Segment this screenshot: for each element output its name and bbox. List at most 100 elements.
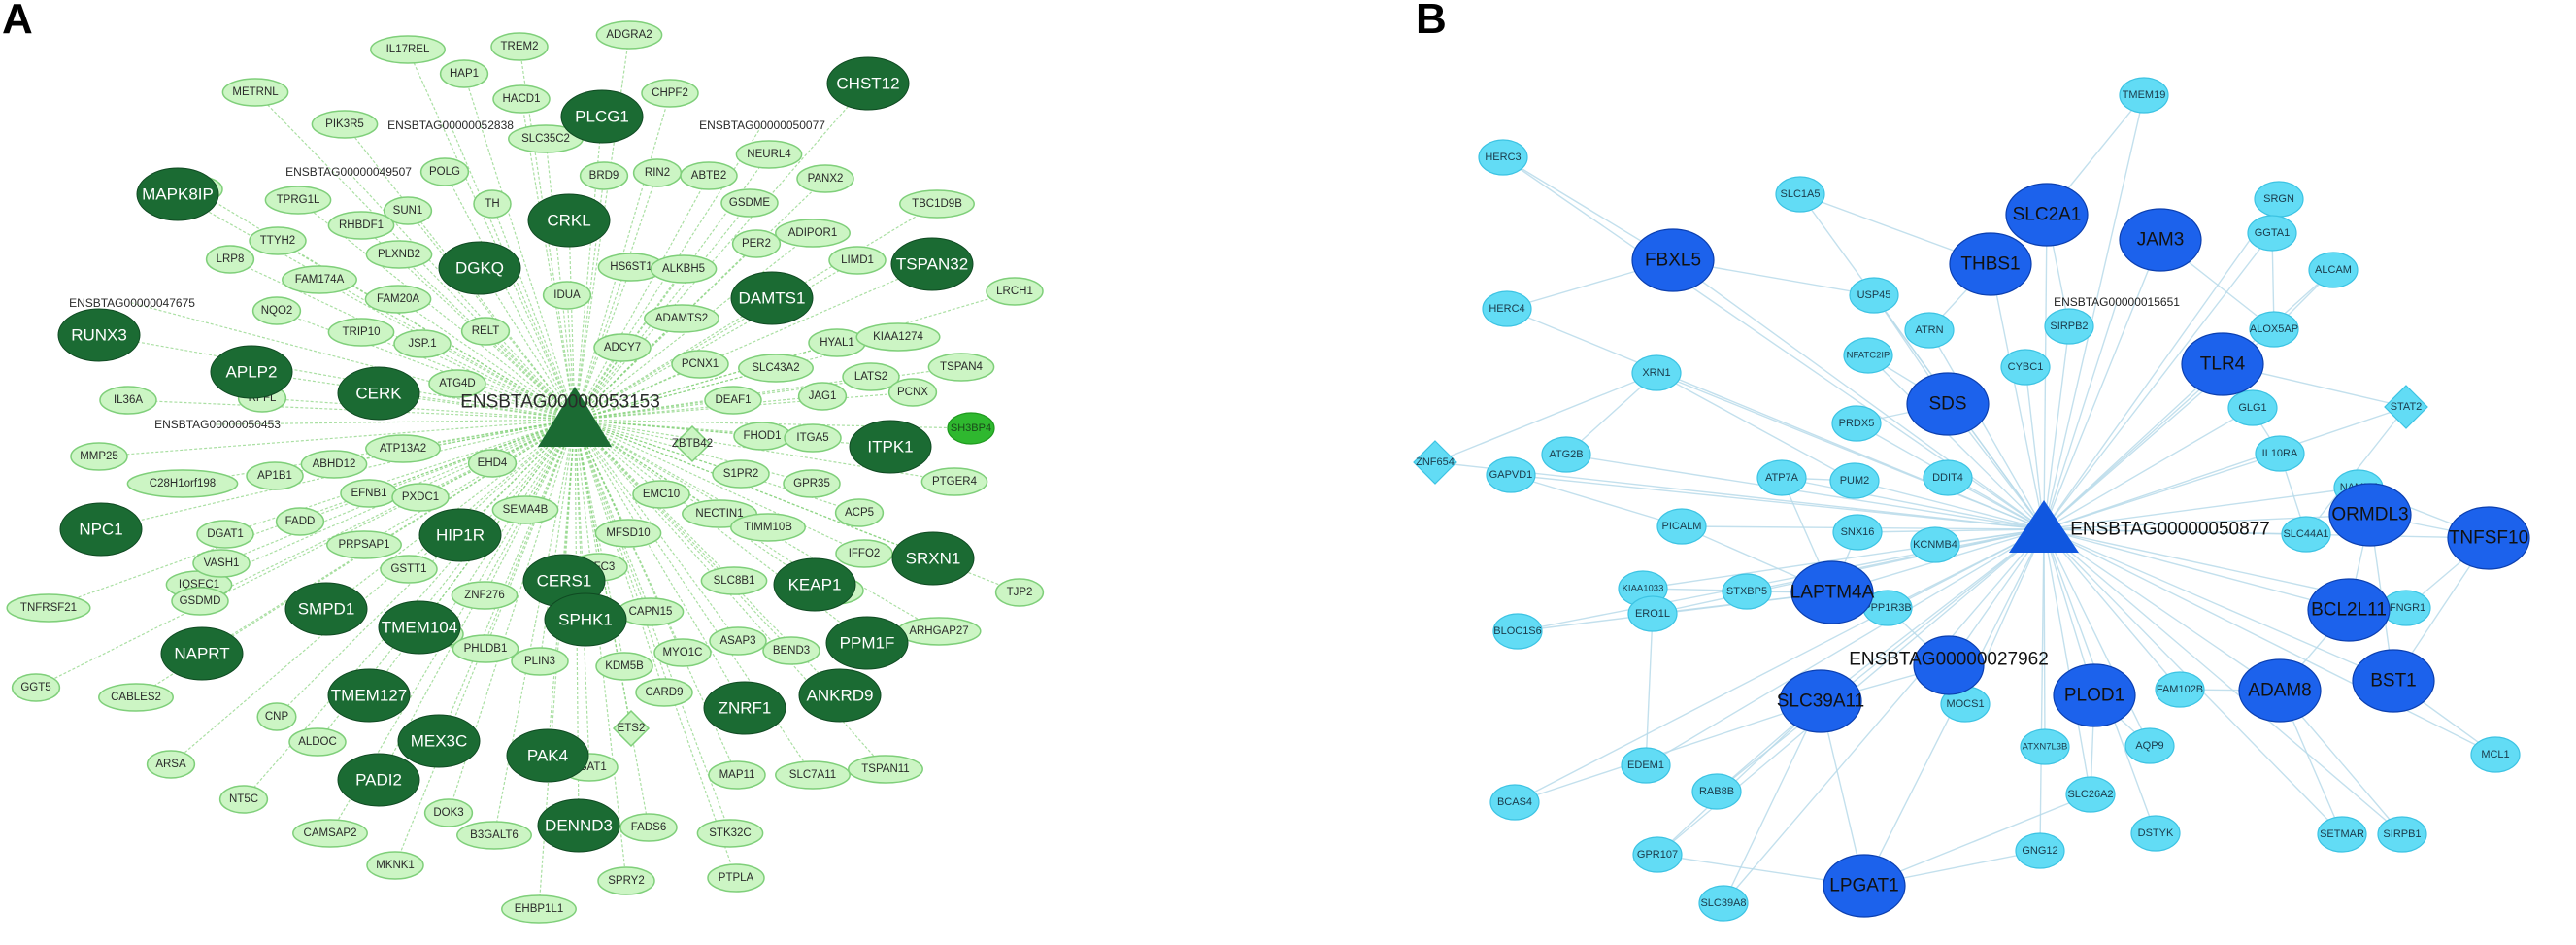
node-chpf2 xyxy=(641,79,699,108)
node-vash1 xyxy=(192,549,251,578)
edge-stk32c xyxy=(574,419,731,834)
node-dok3-label: DOK3 xyxy=(433,807,463,819)
node-neurl4 xyxy=(735,140,803,169)
node-plcg1 xyxy=(560,89,644,144)
node-kiaa1033-label: KIAA1033 xyxy=(1623,584,1664,594)
node-bcas4-label: BCAS4 xyxy=(1497,796,1532,808)
edge-edem1 xyxy=(1645,528,2045,766)
edge-bcl2l11 xyxy=(2043,528,2350,611)
node-pak4-label: PAK4 xyxy=(527,747,568,765)
node-stat2 xyxy=(2384,385,2428,429)
node-aldoc-label: ALDOC xyxy=(298,736,337,748)
node-adamts2-label: ADAMTS2 xyxy=(655,313,708,324)
node-ensbtag00000027962-label: ENSBTAG00000027962 xyxy=(1849,650,2049,670)
node-tspan11-label: TSPAN11 xyxy=(861,763,909,775)
node-pxdc1 xyxy=(391,483,450,512)
node-gsdme-label: GSDME xyxy=(729,197,771,209)
node-camsap2-label: CAMSAP2 xyxy=(304,827,357,839)
node-slc8b1-label: SLC8B1 xyxy=(714,575,755,587)
node-il36a xyxy=(99,386,157,415)
node-itpk1-label: ITPK1 xyxy=(867,438,913,456)
node-fbxl5 xyxy=(1631,228,1715,292)
node-sema4b xyxy=(491,495,559,524)
node-aqp9 xyxy=(2124,727,2175,764)
node-card9-label: CARD9 xyxy=(646,687,684,698)
edge-atp7a xyxy=(1781,477,2045,530)
node-prdx5 xyxy=(1831,405,1882,442)
edge-gapvd1-picalm xyxy=(1510,474,1683,527)
node-atp7a-label: ATP7A xyxy=(1765,472,1799,484)
edge-xrn1 xyxy=(1656,372,2045,530)
node-keap1-label: KEAP1 xyxy=(788,576,842,594)
edge-gsdmd xyxy=(199,419,576,602)
node-tprg1l-label: TPRG1L xyxy=(277,194,320,206)
node-nt5c xyxy=(218,785,269,814)
node-brd9-label: BRD9 xyxy=(589,170,619,182)
edge-adap1 xyxy=(434,419,576,635)
node-sirpb2 xyxy=(2044,308,2094,345)
node-nectin1-label: NECTIN1 xyxy=(695,508,743,520)
node-phldb1-label: PHLDB1 xyxy=(464,643,508,655)
node-mapk8ip-label: MAPK8IP xyxy=(142,186,214,204)
node-mex3c xyxy=(397,714,481,768)
node-kdm5b-label: KDM5B xyxy=(605,660,644,672)
hub-node-a-label: ENSBTAG00000053153 xyxy=(460,392,660,413)
edge-alcam xyxy=(2043,269,2334,530)
edge-znf654 xyxy=(1434,461,2045,530)
edge-ggta1 xyxy=(2043,232,2273,530)
node-stat2-label: STAT2 xyxy=(2391,401,2423,413)
node-asap3-label: ASAP3 xyxy=(719,635,755,647)
node-metrnl xyxy=(221,78,289,107)
edge-xrn1-pum2 xyxy=(1656,372,1856,482)
node-hip1r-label: HIP1R xyxy=(436,526,485,545)
edge-ensbtag00000015651 xyxy=(2043,301,2118,530)
node-ensbtag00000027962 xyxy=(1913,635,1985,695)
node-spry2-label: SPRY2 xyxy=(608,875,645,887)
node-trip10 xyxy=(327,318,395,347)
node-arsa-label: ARSA xyxy=(155,759,186,770)
node-tmem104 xyxy=(378,600,461,655)
node-adcy7-label: ADCY7 xyxy=(604,342,641,354)
node-gng12-label: GNG12 xyxy=(2022,845,2057,857)
node-kiaa1274 xyxy=(855,322,941,352)
node-alkbh5 xyxy=(650,254,718,284)
node-mocs1-label: MOCS1 xyxy=(1946,698,1984,710)
node-ptpla xyxy=(707,863,765,893)
node-atxn7l3b xyxy=(2020,728,2070,765)
node-il10ra-label: IL10RA xyxy=(2262,448,2298,459)
node-fam20a xyxy=(364,285,432,314)
node-tjp2 xyxy=(994,578,1045,607)
node-idua-label: IDUA xyxy=(553,289,581,301)
node-slc39a11-label: SLC39A11 xyxy=(1777,692,1865,712)
node-mmp25-label: MMP25 xyxy=(80,451,118,462)
node-sirpb2-label: SIRPB2 xyxy=(2050,321,2088,332)
node-mfsd10-label: MFSD10 xyxy=(606,527,650,539)
node-stk32c xyxy=(696,819,764,848)
node-s1pr2 xyxy=(712,459,770,489)
node-adam8 xyxy=(2238,658,2322,723)
edge-gng12 xyxy=(2039,528,2045,852)
node-ehd4 xyxy=(467,449,518,478)
node-slc1a5 xyxy=(1775,176,1825,213)
node-cnp xyxy=(256,702,297,731)
node-fam20a-label: FAM20A xyxy=(377,293,419,305)
node-dstyk xyxy=(2130,815,2181,852)
node-thbs1-label: THBS1 xyxy=(1960,254,2020,275)
node-bcl2l11-label: BCL2L11 xyxy=(2311,600,2387,621)
node-snx16-label: SNX16 xyxy=(1841,526,1875,538)
node-crkl-label: CRKL xyxy=(547,212,590,230)
node-jam3 xyxy=(2119,208,2202,272)
edge-lpgat1-slc26a2 xyxy=(1863,793,2091,887)
node-picalm xyxy=(1656,508,1707,545)
edge-runx3 xyxy=(98,334,576,421)
node-tnfrsf21 xyxy=(6,593,91,623)
node-nqo2 xyxy=(251,296,302,325)
node-deaf1-label: DEAF1 xyxy=(715,394,751,406)
edge-crkl xyxy=(568,219,576,421)
edge-pum2 xyxy=(1854,480,2045,530)
node-itga5-label: ITGA5 xyxy=(796,432,828,444)
node-herc3-label: HERC3 xyxy=(1485,152,1521,163)
node-ensbtag00000050077-label: ENSBTAG00000050077 xyxy=(699,118,825,132)
node-cerk-label: CERK xyxy=(355,385,402,403)
